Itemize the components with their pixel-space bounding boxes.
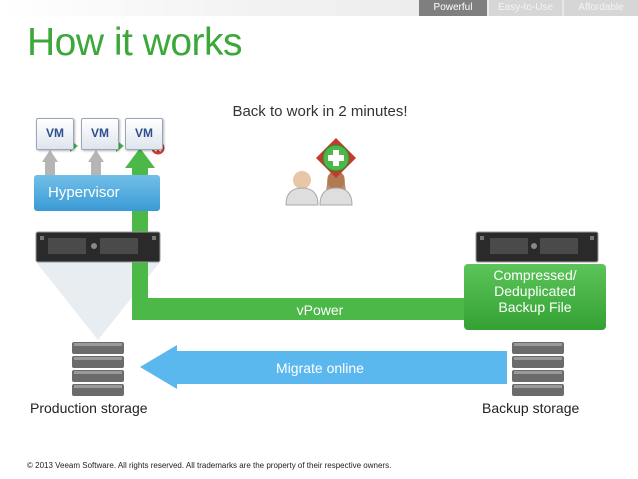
- backup-file-line-3: Backup File: [498, 299, 572, 315]
- backup-file-line-1: Compressed/: [493, 267, 577, 283]
- hypervisor-box: Hypervisor: [34, 175, 160, 211]
- copyright-footer: © 2013 Veeam Software. All rights reserv…: [27, 461, 392, 470]
- vm-uplink-arrows: [42, 150, 104, 176]
- vm-label: VM: [91, 126, 109, 140]
- tab-easy-to-use[interactable]: Easy-to-Use: [489, 0, 562, 16]
- backup-storage-label: Backup storage: [482, 400, 580, 416]
- server-to-storage-cone: [36, 262, 160, 340]
- tab-affordable[interactable]: Affordable: [564, 0, 638, 16]
- production-storage-label: Production storage: [30, 400, 148, 416]
- backup-storage-icon: [512, 342, 564, 396]
- production-storage-icon: [72, 342, 124, 396]
- vpower-label: vPower: [296, 302, 344, 318]
- tab-powerful[interactable]: Powerful: [419, 0, 487, 16]
- vm-label: VM: [135, 126, 153, 140]
- vm-label: VM: [46, 126, 64, 140]
- vm-box-2: VM: [81, 118, 119, 150]
- page-title: How it works: [27, 21, 243, 64]
- backup-file-line-2: Deduplicated: [494, 283, 576, 299]
- vm-box-3: VM: [125, 118, 163, 150]
- backup-server-icon: [475, 231, 599, 263]
- restore-users-icon: [285, 138, 356, 206]
- migrate-arrow: [140, 345, 507, 389]
- tagline: Back to work in 2 minutes!: [232, 103, 408, 120]
- production-server-icon: [35, 231, 161, 263]
- vm-box-1: VM: [36, 118, 74, 150]
- backup-file-box: Compressed/ Deduplicated Backup File: [464, 264, 606, 330]
- migrate-online-label: Migrate online: [276, 360, 364, 376]
